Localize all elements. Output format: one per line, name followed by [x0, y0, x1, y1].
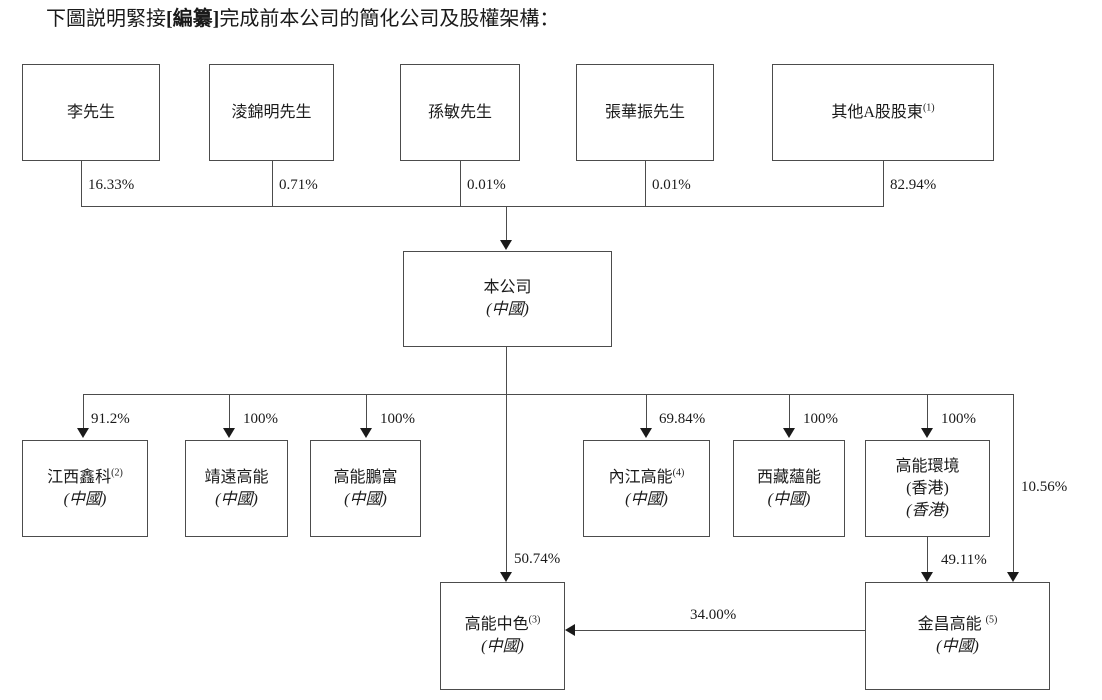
edge-to-jingyuan-gaoneng [229, 394, 231, 430]
node-gaoneng-zhongse[interactable]: 高能中色(3) (中國) [440, 582, 565, 690]
edge-shareholders-collector-bar [81, 206, 884, 208]
edge-li-drop [81, 161, 83, 206]
node-label: 西藏蘊能 [756, 468, 821, 486]
node-jurisdiction: (中國) [486, 301, 529, 318]
node-label: 本公司 [483, 279, 532, 296]
edge-company-distribution-bar [83, 394, 1014, 396]
node-gaoneng-pengfu[interactable]: 高能鵬富 (中國) [310, 440, 421, 537]
edge-to-neijiang-gaoneng [646, 394, 648, 430]
pct-company-to-xizang-yunneng: 100% [803, 411, 838, 427]
node-jiangxi-xinke[interactable]: 江西鑫科(2) (中國) [22, 440, 148, 537]
arrowhead-into-xizang-yunneng [783, 428, 795, 438]
edge-company-stem [506, 347, 508, 394]
node-gaoneng-hj-hk[interactable]: 高能環境 (香港) (香港) [865, 440, 990, 537]
node-label: 高能環境 [895, 457, 960, 475]
edge-jinchang-to-zhongse [575, 630, 865, 632]
pct-company-to-jiangxi-xinke: 91.2% [91, 411, 130, 427]
node-jurisdiction: (中國) [625, 490, 668, 508]
pct-company-to-zhongse: 50.74% [514, 551, 561, 567]
arrowhead-into-jinchang-from-company [1007, 572, 1019, 582]
pct-company-to-jingyuan-gaoneng: 100% [243, 411, 278, 427]
arrowhead-into-jinchang-from-hk [921, 572, 933, 582]
node-neijiang-gaoneng[interactable]: 內江高能(4) (中國) [583, 440, 710, 537]
edge-collector-to-company [506, 206, 508, 242]
footnote-marker: (2) [111, 467, 123, 479]
edge-hk-to-jinchang [927, 537, 929, 576]
arrowhead-into-zhongse-from-company [500, 572, 512, 582]
page-title: 下圖説明緊接[編纂]完成前本公司的簡化公司及股權架構： [46, 5, 559, 33]
node-jurisdiction: (中國) [767, 490, 811, 508]
edge-to-gaoneng-pengfu [366, 394, 368, 430]
pct-li-to-company: 16.33% [88, 177, 135, 193]
node-company[interactable]: 本公司 (中國) [403, 251, 612, 347]
title-segment-bracket: [編纂] [166, 8, 220, 30]
pct-other-a-to-company: 82.94% [890, 177, 937, 193]
edge-to-jiangxi-xinke [83, 394, 85, 430]
node-jingyuan-gaoneng[interactable]: 靖遠高能 (中國) [185, 440, 288, 537]
node-label: 江西鑫科(2) [47, 467, 123, 486]
edge-to-gaoneng-hj-hk [927, 394, 929, 430]
node-label: 金昌高能 (5) [917, 614, 998, 633]
pct-company-to-jinchang: 10.56% [1021, 479, 1068, 495]
node-label: 李先生 [66, 103, 115, 121]
edge-other-a-drop [883, 161, 885, 206]
node-shareholder-zhang[interactable]: 張華振先生 [576, 64, 714, 161]
footnote-marker: (5) [985, 614, 998, 626]
pct-company-to-neijiang-gaoneng: 69.84% [659, 411, 706, 427]
edge-sun-drop [460, 161, 462, 206]
arrowhead-into-gaoneng-hj-hk [921, 428, 933, 438]
arrowhead-into-jiangxi-xinke [77, 428, 89, 438]
title-segment-3: 完成前本公司的簡化公司及股權架構： [219, 8, 560, 30]
node-jurisdiction: (中國) [936, 638, 979, 655]
pct-company-to-gaoneng-pengfu: 100% [380, 411, 415, 427]
node-label: 張華振先生 [604, 103, 685, 121]
node-label: 靖遠高能 [204, 468, 269, 486]
node-label: 高能中色(3) [464, 614, 541, 633]
arrowhead-into-zhongse-from-jinchang [565, 624, 575, 636]
pct-company-to-gaoneng-hj-hk: 100% [941, 411, 976, 427]
node-label: 孫敏先生 [427, 103, 492, 121]
pct-hk-to-jinchang: 49.11% [941, 552, 987, 568]
node-shareholder-li[interactable]: 李先生 [22, 64, 160, 161]
node-jinchang-gaoneng[interactable]: 金昌高能 (5) (中國) [865, 582, 1050, 690]
node-jurisdiction: (中國) [63, 490, 107, 508]
node-jurisdiction-secondary: (香港) [906, 501, 949, 519]
node-label: 高能鵬富 [333, 468, 398, 486]
node-jurisdiction: (中國) [215, 490, 258, 508]
edge-zhang-drop [645, 161, 647, 206]
footnote-marker: (3) [528, 614, 541, 626]
node-label: 內江高能(4) [608, 467, 685, 486]
footnote-marker: (4) [672, 467, 685, 479]
pct-ling-to-company: 0.71% [279, 177, 318, 193]
node-shareholder-sun[interactable]: 孫敏先生 [400, 64, 520, 161]
pct-jinchang-to-zhongse: 34.00% [690, 607, 737, 623]
node-shareholder-ling[interactable]: 淩錦明先生 [209, 64, 334, 161]
arrowhead-into-gaoneng-pengfu [360, 428, 372, 438]
node-shareholder-other-a[interactable]: 其他A股股東(1) [772, 64, 994, 161]
arrowhead-into-jingyuan-gaoneng [223, 428, 235, 438]
pct-zhang-to-company: 0.01% [652, 177, 691, 193]
node-xizang-yunneng[interactable]: 西藏蘊能 (中國) [733, 440, 845, 537]
arrowhead-into-neijiang-gaoneng [640, 428, 652, 438]
node-label: 淩錦明先生 [231, 103, 312, 121]
edge-ling-drop [272, 161, 274, 206]
title-segment-1: 下圖説明緊接 [46, 8, 166, 30]
arrowhead-into-company [500, 240, 512, 250]
edge-company-to-jinchang [1013, 394, 1015, 576]
node-jurisdiction: (中國) [344, 490, 387, 508]
node-label: 其他A股股東(1) [831, 102, 935, 121]
edge-company-to-zhongse [506, 394, 508, 576]
node-jurisdiction: (中國) [481, 638, 524, 655]
footnote-marker: (1) [922, 102, 935, 114]
edge-to-xizang-yunneng [789, 394, 791, 430]
node-jurisdiction: (香港) [906, 479, 949, 497]
pct-sun-to-company: 0.01% [467, 177, 506, 193]
